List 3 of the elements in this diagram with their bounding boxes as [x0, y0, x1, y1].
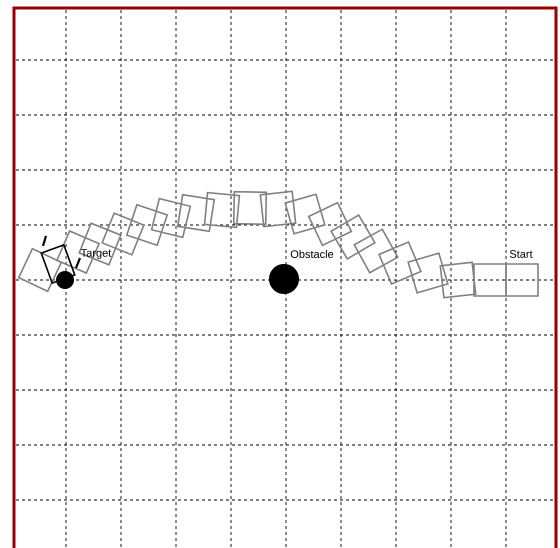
point-label: Start [510, 250, 533, 258]
point-label: Obstacle [290, 250, 334, 258]
point-label: Target [80, 249, 112, 259]
